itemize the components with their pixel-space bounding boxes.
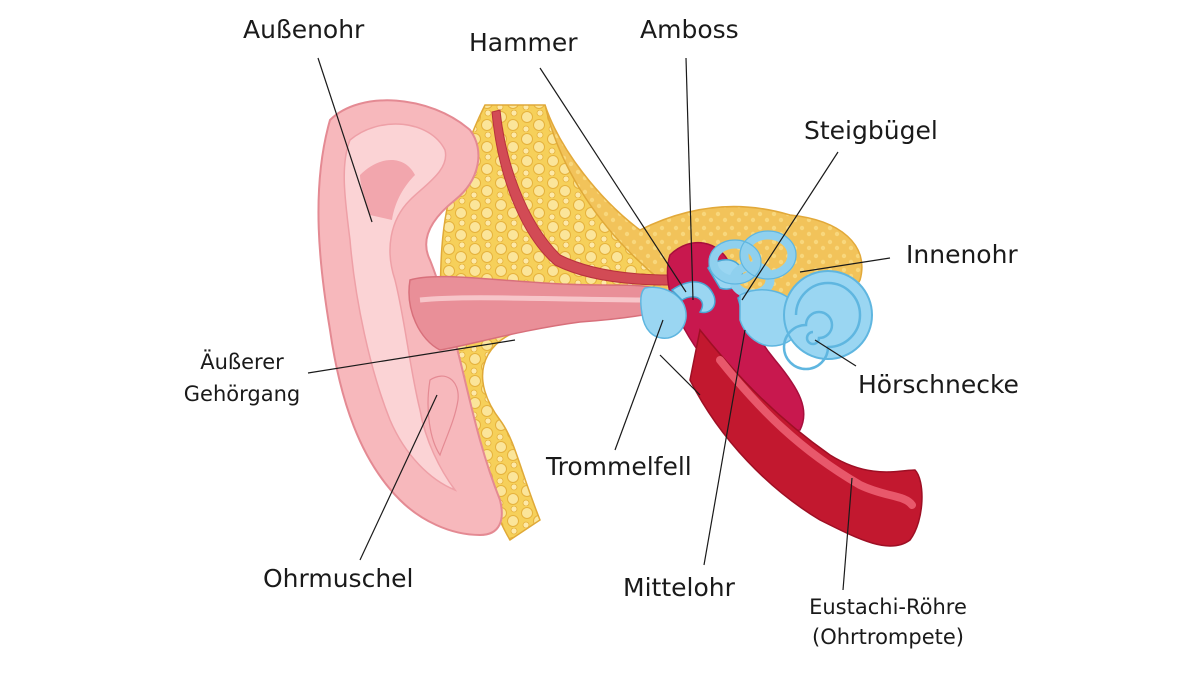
label-eustachi: Eustachi-Röhre (Ohrtrompete) [788,592,988,652]
label-amboss: Amboss [640,15,739,44]
leader-mittelohr [703,329,746,566]
leader-trommelfell [614,319,664,451]
label-gehoergang-line1: Äußerer [200,350,284,374]
label-gehoergang-line2: Gehörgang [183,382,301,406]
ear-canal [408,275,661,351]
leader-innenohr [799,257,891,273]
eustachian-tube [689,328,923,547]
pinna-fold [343,123,458,492]
antihelix [360,160,415,220]
label-eustachi-line2: (Ohrtrompete) [812,625,964,649]
label-hoerschnecke: Hörschnecke [858,370,1019,399]
label-aussenohr: Außenohr [243,15,365,44]
semicircular-canals [708,230,797,299]
ear-canal-lining [419,295,651,303]
label-ohrmuschel: Ohrmuschel [263,564,414,593]
label-hammer: Hammer [469,28,578,57]
label-steigbuegel: Steigbügel [804,116,938,145]
leader-hammer [539,67,687,293]
label-innenohr: Innenohr [906,240,1018,269]
leader-amboss [685,57,694,301]
leader-ohrmuschel [359,394,438,561]
lobule-curve [427,375,459,457]
leader-gehoergang [307,339,516,374]
leader-steigbuegel [741,151,839,301]
label-gehoergang: Äußerer Gehörgang [172,346,312,410]
label-mittelohr: Mittelohr [623,573,735,602]
eustachian-tube-inner [716,356,916,509]
label-trommelfell: Trommelfell [546,452,692,481]
leader-aussenohr [317,57,373,223]
leader-hoerschnecke [814,339,857,367]
cochlea [782,270,873,371]
label-eustachi-line1: Eustachi-Röhre [809,595,967,619]
eardrum [640,286,687,339]
leader-tube-top [659,354,701,396]
leader-eustachi [842,477,853,591]
